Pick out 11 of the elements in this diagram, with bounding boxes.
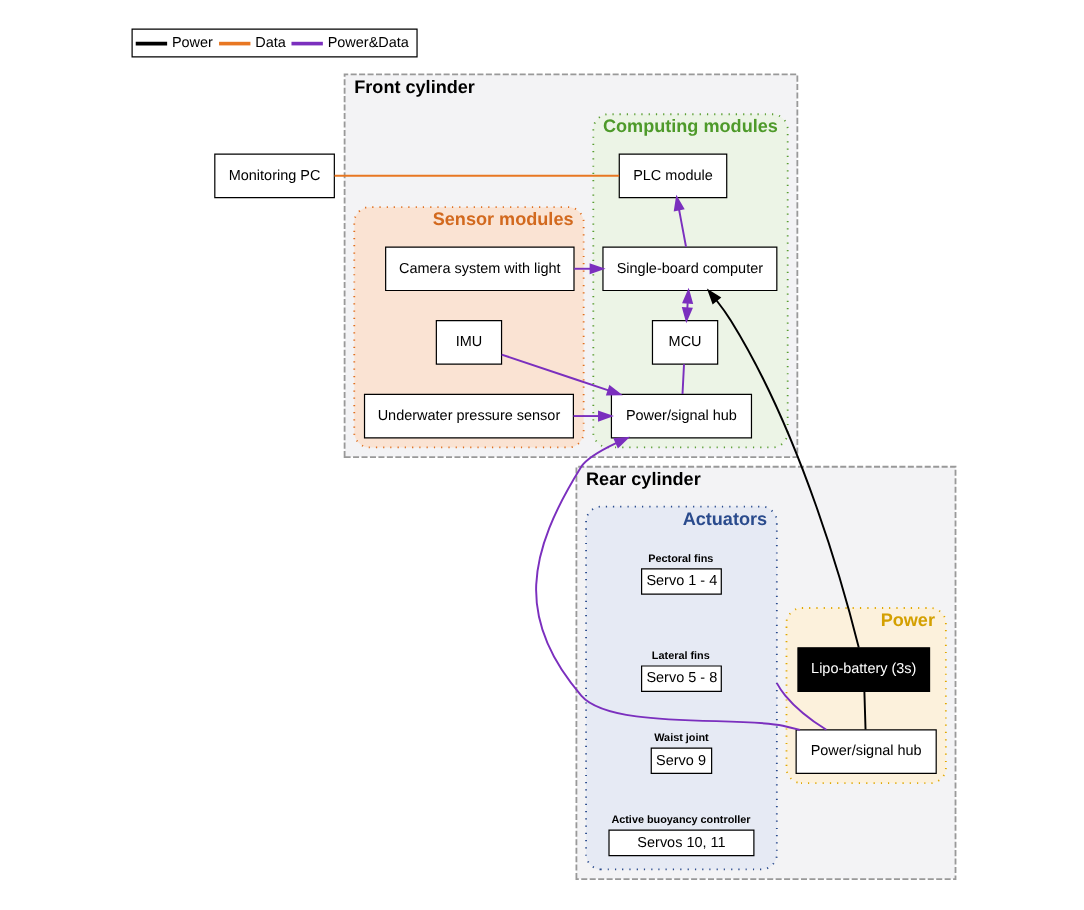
connector bbox=[333, 174, 621, 177]
connector bbox=[775, 682, 828, 731]
connector bbox=[681, 363, 685, 395]
arrow bbox=[535, 436, 801, 731]
arrow bbox=[706, 288, 860, 649]
arrow bbox=[673, 194, 687, 248]
arrow bbox=[572, 410, 614, 422]
arrow bbox=[500, 353, 623, 396]
connector bbox=[863, 690, 867, 731]
arrow bbox=[573, 263, 606, 275]
arrow bbox=[681, 287, 694, 324]
